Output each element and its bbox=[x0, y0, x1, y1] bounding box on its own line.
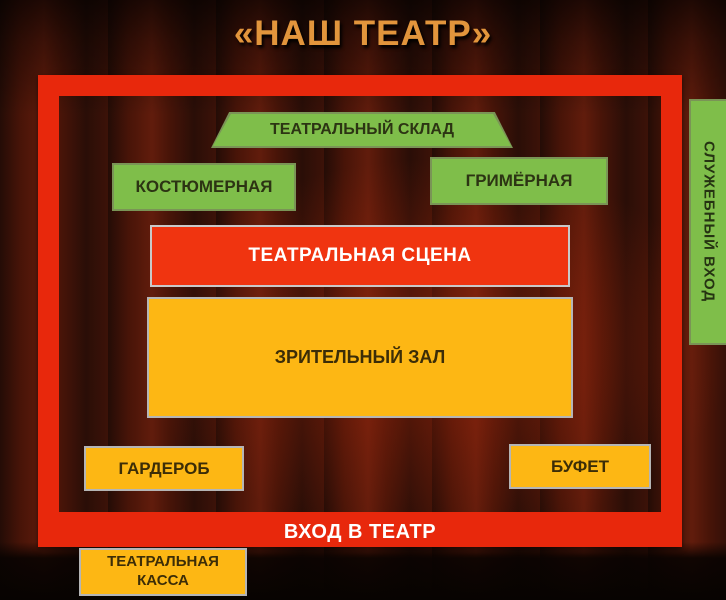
theater-outline bbox=[38, 75, 682, 547]
room-stage: ТЕАТРАЛЬНАЯ СЦЕНА bbox=[150, 225, 570, 287]
room-box-office: ТЕАТРАЛЬНАЯ КАССА bbox=[79, 548, 247, 596]
room-buffet: БУФЕТ bbox=[509, 444, 651, 489]
service-entrance-label: СЛУЖЕБНЫЙ ВХОД bbox=[700, 141, 718, 303]
room-storage-label: ТЕАТРАЛЬНЫЙ СКЛАД bbox=[213, 114, 511, 146]
label-main-entrance: ВХОД В ТЕАТР bbox=[283, 521, 437, 543]
room-costume: КОСТЮМЕРНАЯ bbox=[112, 163, 296, 211]
slide-title: «НАШ ТЕАТР» bbox=[233, 14, 493, 53]
room-storage: ТЕАТРАЛЬНЫЙ СКЛАД bbox=[211, 112, 513, 148]
room-cloakroom: ГАРДЕРОБ bbox=[84, 446, 244, 491]
room-makeup: ГРИМЁРНАЯ bbox=[430, 157, 608, 205]
room-service-entrance: СЛУЖЕБНЫЙ ВХОД bbox=[689, 99, 726, 345]
room-auditorium: ЗРИТЕЛЬНЫЙ ЗАЛ bbox=[147, 297, 573, 418]
